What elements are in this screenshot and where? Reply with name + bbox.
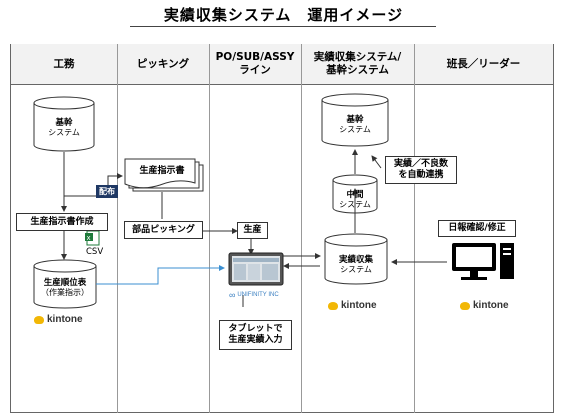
svg-text:x: x <box>87 234 91 242</box>
lane-header-leader: 班長／リーダー <box>414 44 553 85</box>
nippo-box: 日報確認/修正 <box>438 220 516 237</box>
shiji-sakusei-box: 生産指示書作成 <box>16 213 108 231</box>
csv-label: CSV <box>86 247 104 257</box>
csv-icon: x <box>85 230 100 246</box>
kintone-icon <box>328 301 338 310</box>
kintone-logo-center: kintone <box>328 300 377 311</box>
lane-header-picking: ピッキング <box>117 44 209 85</box>
jisseki-label: 実績収集システム <box>338 255 373 274</box>
seisan-box: 生産 <box>237 222 268 239</box>
junihyo-label: 生産順位表（作業指示） <box>41 278 89 297</box>
kikan-left-cylinder <box>33 96 95 152</box>
tablet-note-box: タブレットで 生産実績入力 <box>219 320 292 350</box>
picking-box: 部品ピッキング <box>124 221 203 239</box>
shijisho-documents <box>124 158 204 192</box>
jiseki-rendo-box: 実績／不良数 を自動連携 <box>385 156 457 184</box>
kikan-right-label: 基幹システム <box>339 115 371 134</box>
kikan-right-cylinder <box>321 93 389 147</box>
lane-divider <box>209 44 210 413</box>
lane-divider <box>301 44 302 413</box>
kintone-icon <box>460 301 470 310</box>
junihyo-cylinder <box>33 259 97 309</box>
kintone-logo-right: kintone <box>460 300 509 311</box>
lane-divider <box>414 44 415 413</box>
kikan-left-label: 基幹システム <box>48 118 80 137</box>
unifinity-logo: ∞UNIFINITY INC <box>229 290 279 300</box>
pc-icon <box>452 243 514 280</box>
page-title: 実績収集システム 運用イメージ <box>163 6 404 24</box>
jisseki-cylinder <box>324 233 388 285</box>
tablet-image <box>228 252 284 286</box>
lane-header-koumu: 工務 <box>11 44 117 85</box>
lane-header-system: 実績収集システム/ 基幹システム <box>301 44 414 85</box>
title-underline <box>130 26 436 27</box>
shijisho-label: 生産指示書 <box>139 166 185 176</box>
lane-divider <box>117 44 118 413</box>
kintone-icon <box>34 315 44 324</box>
kintone-logo-left: kintone <box>34 314 83 325</box>
lane-header-line: PO/SUB/ASSY ライン <box>209 44 301 85</box>
haifu-tag: 配布 <box>96 185 118 198</box>
chukan-label: 中間システム <box>339 190 371 209</box>
